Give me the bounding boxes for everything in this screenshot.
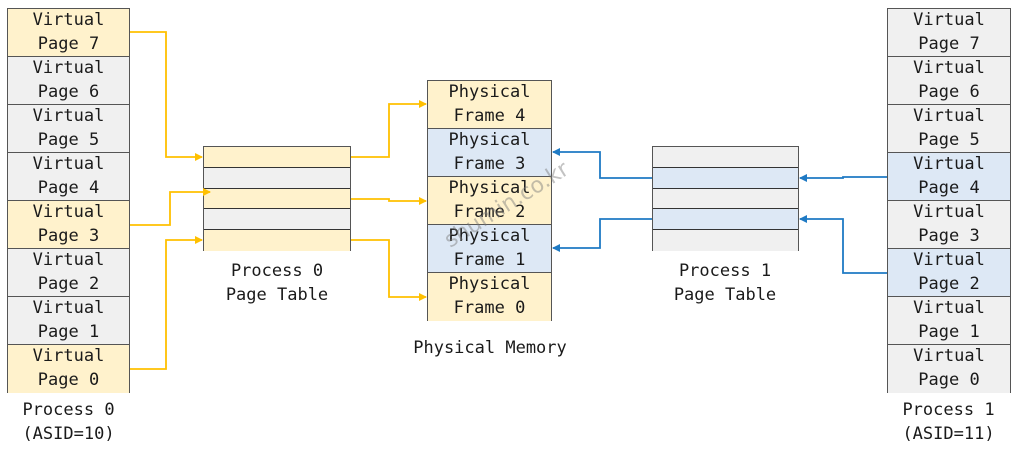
process0-page-table-label: Process 0 Page Table (225, 261, 329, 305)
process1-pt-row-0 (653, 147, 798, 168)
arrow-p0-pt2-to-pf2 (351, 197, 427, 205)
process1-pt-row-3 (653, 209, 798, 231)
process0-pt-row-3 (204, 209, 350, 231)
arrow-p1-vp4-to-pt1 (799, 174, 887, 182)
arrow-p0-vp3-to-pt2 (130, 188, 211, 226)
arrow-p0-pt0-to-pf4 (351, 100, 427, 158)
process1-title: Process 1 (ASID=11) (902, 400, 995, 444)
process1-pt-row-2 (653, 188, 798, 210)
process1-pt-row-4 (653, 230, 798, 251)
process0-title: Process 0 (ASID=10) (22, 400, 115, 444)
physical-memory-label: Physical Memory (413, 338, 567, 358)
arrow-p1-vp2-to-pt3 (799, 215, 887, 274)
process0-pt-row-1 (204, 167, 350, 189)
arrow-p1-pt3-to-pf1 (552, 218, 652, 252)
process1-pt-row-1 (653, 167, 798, 189)
arrow-p0-vp7-to-pt0 (130, 31, 203, 161)
arrow-p0-pt4-to-pf0 (351, 239, 427, 301)
process0-pt-row-0 (204, 147, 350, 168)
process0-pt-row-2 (204, 188, 350, 210)
process1-page-table-label: Process 1 Page Table (673, 261, 777, 305)
process0-page-table (203, 146, 351, 251)
arrow-p1-pt1-to-pf3 (552, 148, 652, 179)
process1-page-table (652, 146, 799, 251)
process0-pt-row-4 (204, 230, 350, 251)
arrow-p0-vp0-to-pt4 (130, 236, 203, 370)
